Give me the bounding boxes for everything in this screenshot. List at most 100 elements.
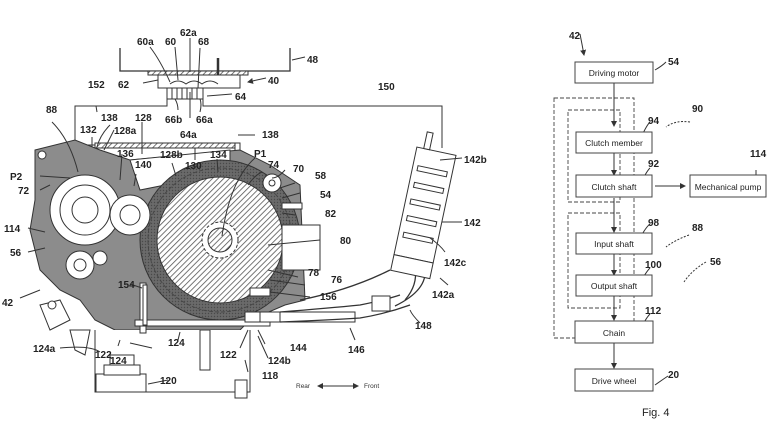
fin-block-64 <box>166 87 204 100</box>
fitting-148 <box>371 295 391 312</box>
label-122-right: 122 <box>220 350 237 361</box>
block-label: Drive wheel <box>592 376 637 386</box>
block-mechanical-pump: Mechanical pump <box>689 174 767 198</box>
label-74: 74 <box>268 160 280 171</box>
line-150 <box>202 99 443 148</box>
label-138-upper: 138 <box>101 113 118 124</box>
label-62a: 62a <box>180 28 197 39</box>
label-124-low: 124 <box>110 356 127 367</box>
block-driving-motor: Driving motor <box>574 61 654 84</box>
label-118: 118 <box>262 371 279 382</box>
label-148: 148 <box>415 321 432 332</box>
block-label: Driving motor <box>589 68 640 78</box>
label-56: 56 <box>10 248 22 259</box>
label-138-right: 138 <box>262 130 279 141</box>
block-clutch-shaft: Clutch shaft <box>575 174 653 198</box>
label-128a: 128a <box>114 126 137 137</box>
label-152: 152 <box>88 80 105 91</box>
block-clutch-member: Clutch member <box>575 131 653 154</box>
label-40: 40 <box>268 76 280 87</box>
ref-114: 114 <box>750 149 767 160</box>
label-142: 142 <box>464 218 481 229</box>
label-128b: 128b <box>160 150 183 161</box>
label-42: 42 <box>2 298 14 309</box>
label-58: 58 <box>315 171 327 182</box>
group-frame-90 <box>567 109 621 203</box>
label-64: 64 <box>235 92 247 103</box>
passage-124 <box>134 319 271 327</box>
pipe-144 <box>244 311 356 323</box>
label-88: 88 <box>46 105 58 116</box>
label-142a: 142a <box>432 290 455 301</box>
label-54: 54 <box>320 190 332 201</box>
label-150: 150 <box>378 82 395 93</box>
strainer-120 <box>95 373 147 393</box>
fig4-block-diagram: Driving motor Clutch member Clutch shaft… <box>553 31 767 419</box>
label-122-left: 122 <box>95 350 112 361</box>
label-142c: 142c <box>444 258 467 269</box>
label-140: 140 <box>135 160 152 171</box>
figure-caption: Fig. 4 <box>642 407 670 419</box>
label-134: 134 <box>210 150 227 161</box>
block-input-shaft: Input shaft <box>575 232 653 255</box>
ref-94: 94 <box>648 116 660 127</box>
label-128: 128 <box>135 113 152 124</box>
label-144: 144 <box>290 343 307 354</box>
label-156: 156 <box>320 292 337 303</box>
ref-54: 54 <box>668 57 680 68</box>
battery-tray-48 <box>119 48 291 72</box>
label-66a: 66a <box>196 115 213 126</box>
mount-plate <box>147 70 249 76</box>
label-130: 130 <box>185 161 202 172</box>
block-label: Chain <box>603 328 625 338</box>
label-62: 62 <box>118 80 130 91</box>
direction-front-label: Front <box>364 383 379 390</box>
ref-42: 42 <box>569 31 581 42</box>
label-132: 132 <box>80 125 97 136</box>
label-124b: 124b <box>268 356 291 367</box>
label-124-mid: 124 <box>168 338 185 349</box>
label-66b: 66b <box>165 115 182 126</box>
label-142b: 142b <box>464 155 487 166</box>
block-label: Clutch member <box>585 138 643 148</box>
ref-98: 98 <box>648 218 660 229</box>
ref-100: 100 <box>645 260 662 271</box>
label-48: 48 <box>307 55 319 66</box>
label-154: 154 <box>118 280 135 291</box>
block-output-shaft: Output shaft <box>575 274 653 297</box>
label-80: 80 <box>340 236 352 247</box>
block-label: Input shaft <box>594 239 634 249</box>
label-68: 68 <box>198 37 210 48</box>
label-60: 60 <box>165 37 177 48</box>
label-76: 76 <box>331 275 343 286</box>
label-P1: P1 <box>254 149 267 160</box>
label-70: 70 <box>293 164 305 175</box>
label-136: 136 <box>117 149 134 160</box>
cover-130 <box>94 142 241 149</box>
ref-56: 56 <box>710 257 722 268</box>
block-label: Mechanical pump <box>695 182 762 192</box>
oil-cooler-142 <box>390 131 457 280</box>
group-frame-88 <box>567 212 621 309</box>
line-152 <box>74 99 168 146</box>
label-114: 114 <box>4 224 21 235</box>
ref-90: 90 <box>692 104 704 115</box>
power-unit-drawing: Rear Front 48 60a 60 62a 68 62 40 64 66b… <box>2 28 487 399</box>
label-64a: 64a <box>180 130 197 141</box>
direction-rear-label: Rear <box>296 383 311 390</box>
label-120: 120 <box>160 376 177 387</box>
block-chain: Chain <box>574 320 654 344</box>
reference-labels: 48 60a 60 62a 68 62 40 64 66b 66a 64a 15… <box>2 28 487 387</box>
block-drive-wheel: Drive wheel <box>574 368 654 392</box>
label-72: 72 <box>18 186 30 197</box>
connector-80 <box>281 224 321 271</box>
block-label: Output shaft <box>591 281 638 291</box>
label-124a: 124a <box>33 344 56 355</box>
label-78: 78 <box>308 268 320 279</box>
ref-88: 88 <box>692 223 704 234</box>
ref-112: 112 <box>645 306 662 317</box>
label-82: 82 <box>325 209 337 220</box>
block-label: Clutch shaft <box>592 182 638 192</box>
ref-92: 92 <box>648 159 660 170</box>
